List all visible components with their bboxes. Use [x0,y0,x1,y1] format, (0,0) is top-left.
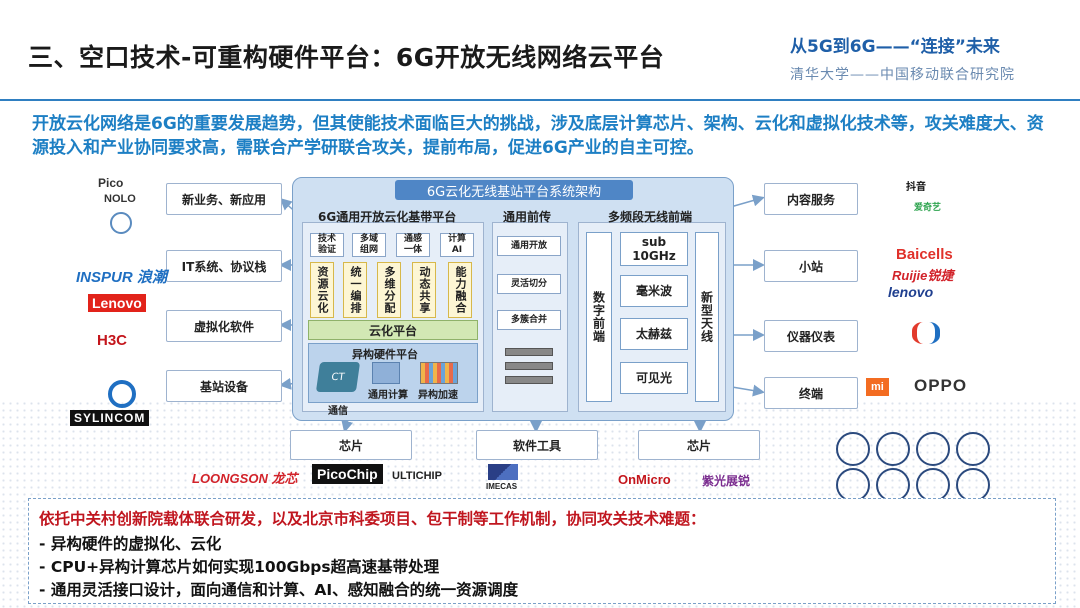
summary-box: 依托中关村创新院载体联合研发，以及北京市科委项目、包干制等工作机制，协同攻关技术… [28,498,1056,604]
chip-text: CT [330,371,346,383]
yellow-capability-fusion: 能力融合 [448,262,472,318]
telecom-logo-icon [912,322,940,344]
summary-item-1: - 异构硬件的虚拟化、云化 [39,535,222,553]
accelerator-icon [420,362,458,384]
architecture-title: 6G云化无线基站平台系统架构 [395,180,633,200]
summary-item-2: - CPU+异构计算芯片如何实现100Gbps超高速基带处理 [39,558,440,576]
brand-slogan: 从5G到6G——“连接”未来 [790,37,1000,57]
university-seal-4-icon [956,432,990,466]
page-title: 三、空口技术-可重构硬件平台：6G开放无线网络云平台 [28,43,665,72]
rf-title: 多频段无线前端 [608,210,693,224]
imecas-logo-icon [488,464,518,480]
logo-sylincom: SYLINCOM [70,410,150,426]
chip-icon: CT [315,362,361,392]
summary-heading: 依托中关村创新院载体联合研发，以及北京市科委项目、包干制等工作机制，协同攻关技术… [39,510,706,528]
mini-sensing: 通感 一体 [396,233,430,257]
comm-label: 通信 [328,406,348,417]
box-virtualization-software: 虚拟化软件 [166,310,282,342]
server-rack-icon-3 [505,376,553,384]
server-rack-icon-1 [505,348,553,356]
university-seal-5-icon [836,468,870,502]
logo-onmicro: OnMicro [618,472,671,487]
logo-douyin: 抖音 [906,182,926,193]
university-seal-2-icon [876,432,910,466]
box-base-station: 基站设备 [166,370,282,402]
logo-lenovo: Lenovo [88,294,146,312]
band-terahertz: 太赫兹 [620,318,688,350]
summary-item-3: - 通用灵活接口设计，面向通信和计算、AI、感知融合的统一资源调度 [39,581,519,599]
mini-compute-ai: 计算 AI [440,233,474,257]
band-visible-light: 可见光 [620,362,688,394]
brand-institute: 清华大学——中国移动联合研究院 [790,67,1015,83]
yellow-multi-dim-allocation: 多维分配 [377,262,401,318]
fronthaul-split: 灵活切分 [497,274,561,294]
box-chip-left: 芯片 [290,430,412,460]
logo-nolo: NOLO [104,193,136,205]
box-content-service: 内容服务 [764,183,858,215]
university-seal-7-icon [916,468,950,502]
cloud-platform-bar: 云化平台 [308,320,478,340]
box-chip-right: 芯片 [638,430,760,460]
accelerator-label: 异构加速 [418,390,458,401]
logo-xiaomi: mi [866,378,889,396]
logo-inspur: INSPUR 浪潮 [76,269,167,286]
fronthaul-open: 通用开放 [497,236,561,256]
yellow-resource-cloud: 资源云化 [310,262,334,318]
box-it-systems: IT系统、协议栈 [166,250,282,282]
logo-ultichip: ULTICHIP [392,470,442,482]
university-seal-3-icon [916,432,950,466]
mini-multi-domain: 多域 组网 [352,233,386,257]
digital-frontend: 数字前端 [586,232,612,402]
box-instruments: 仪器仪表 [764,320,858,352]
university-seal-6-icon [876,468,910,502]
box-new-business: 新业务、新应用 [166,183,282,215]
logo-imecas: IMECAS [486,482,518,491]
yellow-unified-orchestration: 统一编排 [343,262,367,318]
university-seal-8-icon [956,468,990,502]
logo-pico: Pico [98,176,124,190]
logo-iqiyi: 爱奇艺 [914,202,942,212]
logo-loongson: LOONGSON 龙芯 [192,471,298,486]
fronthaul-title: 通用前传 [503,210,552,224]
logo-h3c: H3C [97,332,128,349]
new-antenna: 新型天线 [695,232,719,402]
band-mmwave: 毫米波 [620,275,688,307]
box-terminal: 终端 [764,377,858,409]
logo-picochip: PicoChip [312,464,383,484]
logo-lenovo-right: lenovo [888,284,934,300]
baseband-title: 6G通用开放云化基带平台 [318,210,457,224]
sylincom-logo-icon [108,380,136,408]
logo-baicells: Baicells [896,246,953,263]
box-small-cell: 小站 [764,250,858,282]
logo-ruijie: Ruijie锐捷 [892,268,954,283]
university-seal-1-icon [836,432,870,466]
server-rack-icon-2 [505,362,553,370]
fronthaul-merge: 多簇合并 [497,310,561,330]
header-divider [0,99,1080,101]
hetero-hardware-title: 异构硬件平台 [352,348,418,361]
box-software-tools: 软件工具 [476,430,598,460]
logo-oppo: OPPO [914,376,968,395]
vr-logo-icon [110,212,132,234]
band-sub10ghz: sub 10GHz [620,232,688,266]
intro-paragraph: 开放云化网络是6G的重要发展趋势，但其使能技术面临巨大的挑战，涉及底层计算芯片、… [32,114,1044,158]
general-compute-icon [372,362,400,384]
general-compute-label: 通用计算 [368,390,408,401]
yellow-dynamic-sharing: 动态共享 [412,262,436,318]
mini-tech-verify: 技术 验证 [310,233,344,257]
logo-unisoc: 紫光展锐 [702,474,751,488]
